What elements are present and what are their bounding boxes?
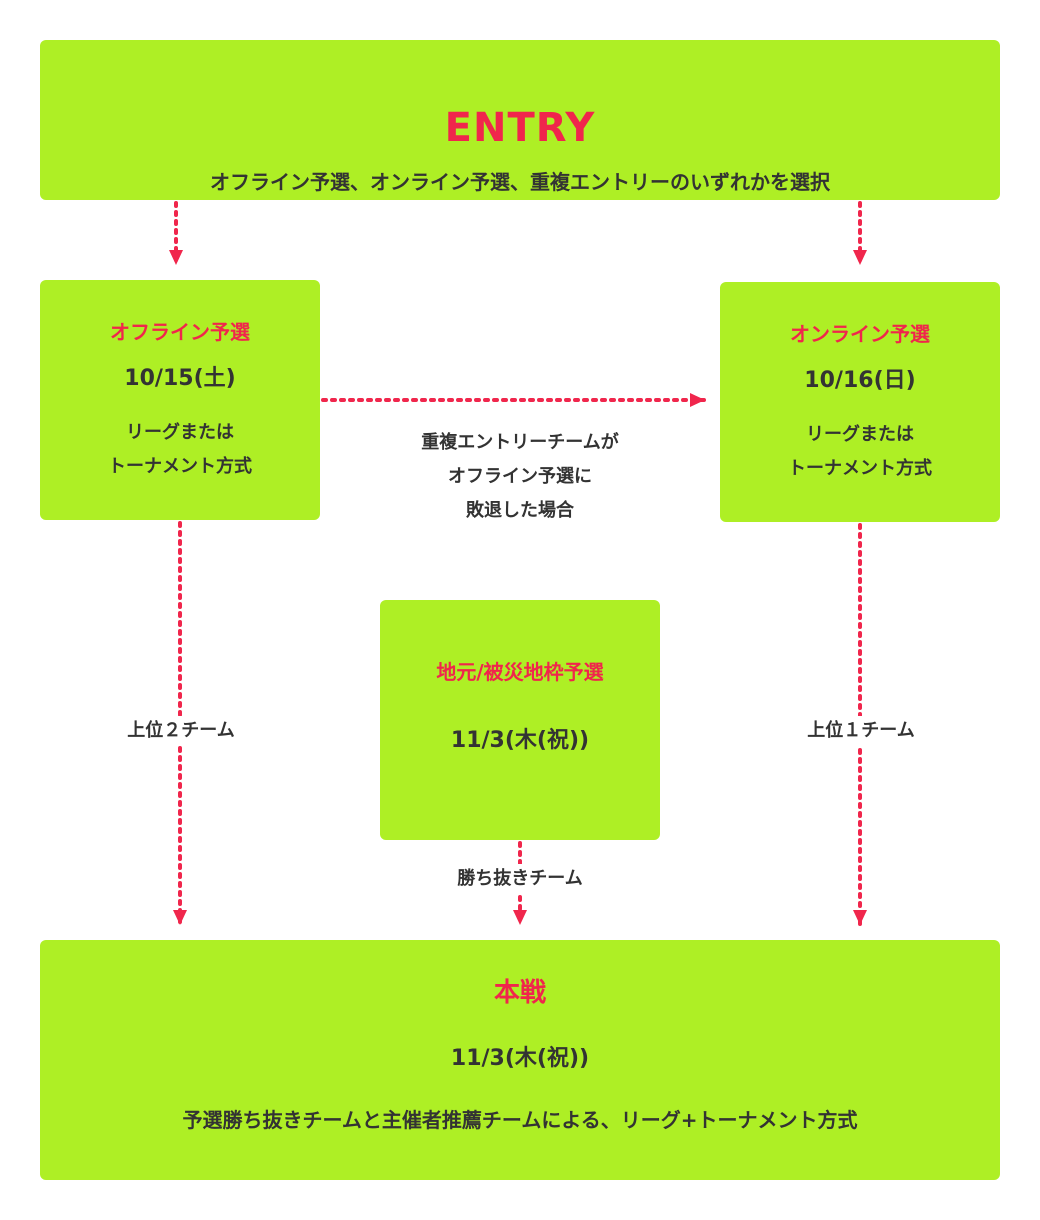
main-tournament-description: 予選勝ち抜きチームと主催者推薦チームによる、リーグ+トーナメント方式: [182, 1108, 858, 1132]
local-qualifier-date: 11/3(木(祝)): [450, 728, 590, 753]
online-qualifier-title: オンライン予選: [790, 322, 930, 346]
entry-title: ENTRY: [444, 105, 596, 151]
duplicate-entry-label: 重複エントリーチームが オフライン予選に 敗退した場合: [421, 432, 619, 521]
top2-teams-label: 上位２チーム: [96, 716, 266, 746]
top1-team-label: 上位１チーム: [776, 716, 946, 746]
offline-qualifier-date: 10/15(土): [124, 366, 236, 391]
local-qualifier-box: 地元/被災地枠予選 11/3(木(祝)): [380, 600, 660, 840]
main-tournament-title: 本戦: [493, 978, 546, 1008]
winning-teams-label: 勝ち抜きチーム: [420, 864, 620, 894]
entry-box: ENTRY オフライン予選、オンライン予選、重複エントリーのいずれかを選択: [40, 40, 1000, 200]
offline-qualifier-box: オフライン予選 10/15(土) リーグまたは トーナメント方式: [40, 280, 320, 520]
main-tournament-box: 本戦 11/3(木(祝)) 予選勝ち抜きチームと主催者推薦チームによる、リーグ+…: [40, 940, 1000, 1180]
offline-qualifier-title: オフライン予選: [110, 320, 250, 344]
main-tournament-date: 11/3(木(祝)): [450, 1046, 590, 1071]
online-qualifier-date: 10/16(日): [804, 368, 916, 393]
offline-qualifier-format: リーグまたは トーナメント方式: [108, 422, 252, 477]
online-qualifier-format: リーグまたは トーナメント方式: [788, 424, 932, 479]
local-qualifier-title: 地元/被災地枠予選: [436, 660, 604, 684]
entry-description: オフライン予選、オンライン予選、重複エントリーのいずれかを選択: [210, 170, 830, 194]
online-qualifier-box: オンライン予選 10/16(日) リーグまたは トーナメント方式: [720, 282, 1000, 522]
